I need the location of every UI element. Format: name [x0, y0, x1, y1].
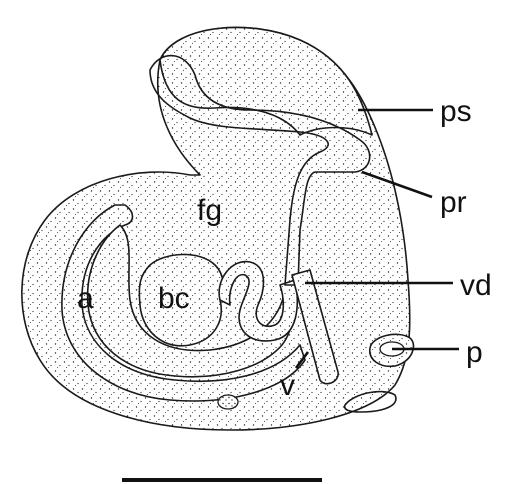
- label-a: a: [77, 282, 94, 315]
- label-bc: bc: [158, 282, 190, 315]
- label-ps: ps: [440, 95, 472, 128]
- label-p: p: [466, 336, 483, 369]
- label-pr: pr: [440, 186, 467, 219]
- basal-pore: [218, 395, 238, 409]
- label-vd: vd: [460, 269, 492, 302]
- label-fg: fg: [197, 194, 222, 227]
- label-v: v: [280, 369, 295, 402]
